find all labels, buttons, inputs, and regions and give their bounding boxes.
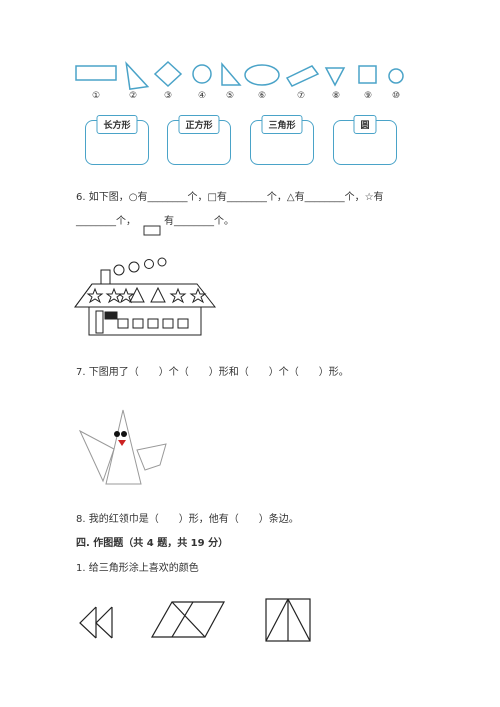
shape-down-triangle: [324, 67, 346, 87]
shape-number: ⑧: [331, 91, 341, 101]
category-label: 三角形: [261, 115, 303, 134]
category-label: 正方形: [178, 115, 220, 134]
shape-diamond: [153, 60, 183, 88]
section-4-heading: 四. 作图题（共 4 题，共 19 分）: [76, 538, 229, 549]
shape-number: ①: [91, 91, 101, 101]
category-box-triangle[interactable]: 三角形: [250, 115, 314, 165]
shape-rectangle: [75, 65, 117, 81]
question-6-line2a: ________个，: [76, 216, 136, 227]
shape-number: ⑥: [257, 91, 267, 101]
shape-parallelogram: [285, 65, 320, 87]
shape-number: ④: [197, 91, 207, 101]
shape-number: ③: [163, 91, 173, 101]
shape-square: [358, 65, 377, 84]
shape-ellipse: [244, 64, 280, 86]
shape-number: ②: [128, 91, 138, 101]
shapes-row: [75, 60, 404, 90]
category-box-square[interactable]: 正方形: [167, 115, 231, 165]
shape-triangle: [221, 61, 242, 86]
shape-number: ⑦: [296, 91, 306, 101]
category-box-rectangle[interactable]: 长方形: [85, 115, 149, 165]
shape-number: ⑩: [391, 91, 401, 101]
question-6-line2b: 有________个。: [164, 216, 234, 227]
shape-small-circle: [388, 68, 404, 84]
shape-right-triangle: [125, 61, 150, 90]
question-7: 7. 下图用了（ ）个（ ）形和（ ）个（ ）形。: [76, 367, 349, 378]
section-4-question-1: 1. 给三角形涂上喜欢的颜色: [76, 563, 199, 574]
question-6-line1: 6. 如下图，○有________个，□有________个，△有_______…: [76, 192, 384, 203]
category-box-circle[interactable]: 圆: [333, 115, 397, 165]
shape-number: ⑤: [225, 91, 235, 101]
category-label: 圆: [353, 115, 377, 134]
shape-number: ⑨: [363, 91, 373, 101]
shape-circle: [192, 64, 212, 84]
question-8: 8. 我的红领巾是（ ）形，他有（ ）条边。: [76, 514, 299, 525]
category-label: 长方形: [96, 115, 138, 134]
